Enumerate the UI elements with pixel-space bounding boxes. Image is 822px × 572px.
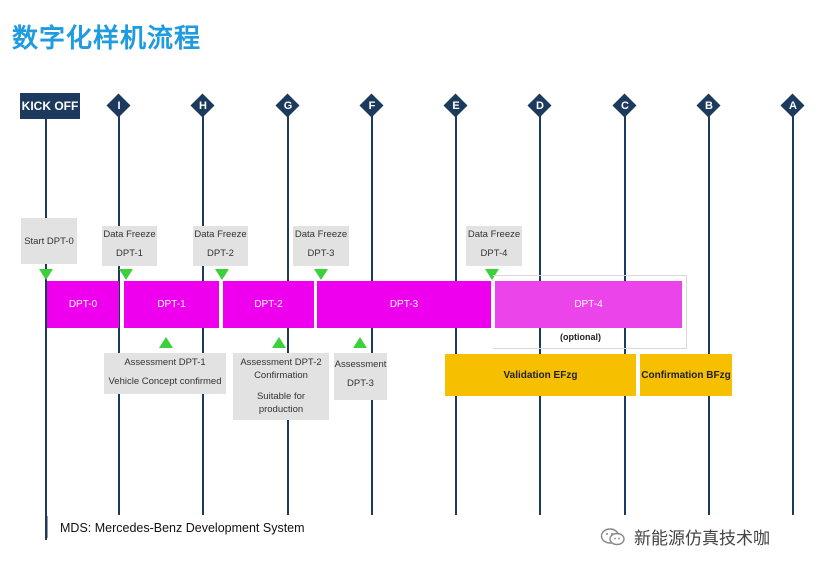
optional-phase-outline [493, 275, 687, 349]
gate-f: F [359, 93, 384, 118]
kickoff-marker: KICK OFF [20, 93, 80, 119]
milestone-line-b [708, 110, 710, 515]
phase-dpt4: DPT-4 [495, 281, 682, 328]
freeze-marker-dpt4 [485, 269, 499, 280]
freeze-marker-dpt2 [215, 269, 229, 280]
gate-c: C [612, 93, 637, 118]
assessment-marker-dpt3 [353, 337, 367, 348]
milestone-line-a [792, 110, 794, 515]
page-title: 数字化样机流程 [12, 24, 202, 54]
phase-dpt3: DPT-3 [317, 281, 491, 328]
start-dpt0-box: Start DPT-0 [21, 218, 77, 264]
assessment-marker-dpt1 [159, 337, 173, 348]
freeze-marker-dpt1 [119, 269, 133, 280]
phase-dpt2: DPT-2 [223, 281, 314, 328]
phase-dpt0: DPT-0 [47, 281, 119, 328]
gate-b: B [696, 93, 721, 118]
phase-dpt1: DPT-1 [124, 281, 219, 328]
footnote: MDS: Mercedes-Benz Development System [60, 521, 305, 535]
freeze-marker-dpt3 [314, 269, 328, 280]
validation-efzg-bar: Validation EFzg [445, 354, 636, 396]
assessment-marker-dpt2 [272, 337, 286, 348]
gate-g: G [275, 93, 300, 118]
milestone-line-kickoff [45, 110, 47, 540]
watermark: 新能源仿真技术咖 [600, 524, 770, 549]
gate-d: D [527, 93, 552, 118]
gate-a: A [780, 93, 805, 118]
milestone-line-i [118, 110, 120, 515]
confirmation-bfzg-bar: Confirmation BFzg [640, 354, 732, 396]
footnote-mark [47, 516, 48, 538]
gate-i: I [106, 93, 131, 118]
gate-h: H [190, 93, 215, 118]
optional-label: (optional) [560, 332, 601, 342]
gate-e: E [443, 93, 468, 118]
freeze-marker-dpt0 [39, 269, 53, 280]
watermark-text: 新能源仿真技术咖 [634, 529, 770, 549]
wechat-icon [600, 527, 625, 545]
